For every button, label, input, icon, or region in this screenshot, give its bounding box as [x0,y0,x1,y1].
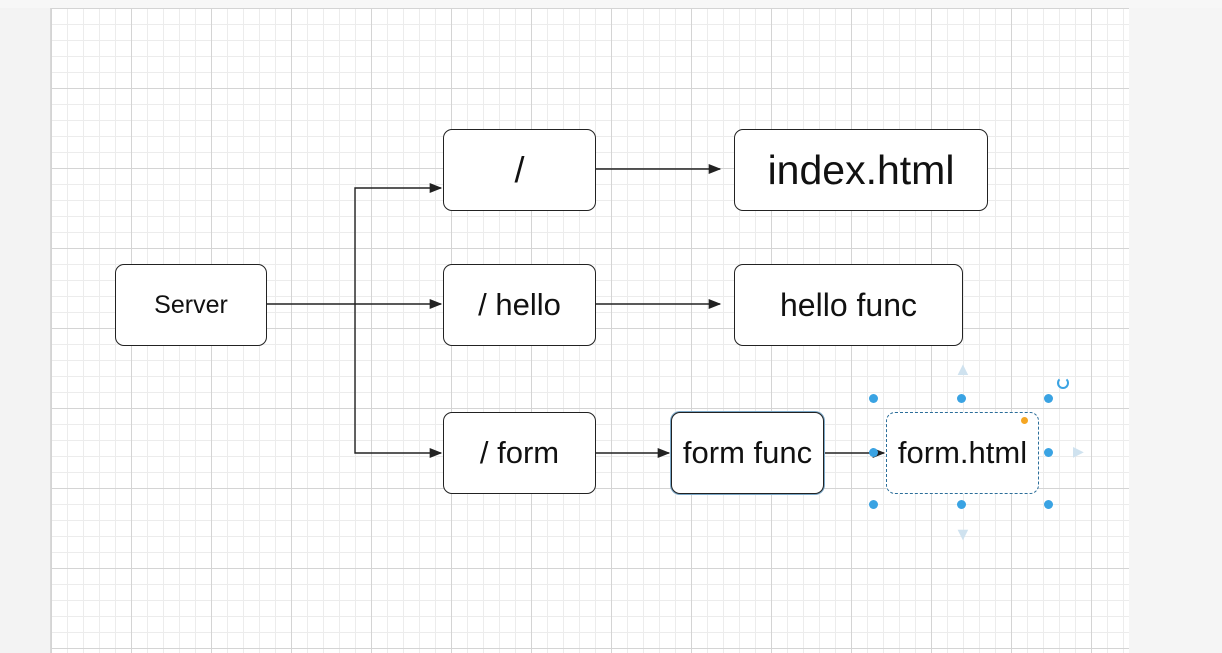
ghost-arrow-down-icon[interactable]: ▼ [954,524,972,544]
resize-handle-nw[interactable] [869,394,878,403]
node-form-html[interactable]: form.html [886,412,1039,494]
resize-handle-s[interactable] [957,500,966,509]
resize-handle-w[interactable] [869,448,878,457]
ghost-arrow-up-icon[interactable]: ▲ [954,359,972,379]
warning-dot-icon [1021,417,1028,424]
node-route-form[interactable]: / form [443,412,596,494]
resize-handle-ne[interactable] [1044,394,1053,403]
resize-handle-se[interactable] [1044,500,1053,509]
node-server[interactable]: Server [115,264,267,346]
right-panel [1129,8,1222,653]
ghost-arrow-right-icon[interactable]: ▶ [1073,443,1084,459]
edge-server-form[interactable] [354,304,443,459]
node-form-func[interactable]: form func [671,412,824,494]
node-route-hello[interactable]: / hello [443,264,596,346]
resize-handle-e[interactable] [1044,448,1053,457]
resize-handle-sw[interactable] [869,500,878,509]
diagram-canvas[interactable] [50,8,1130,653]
node-index-html[interactable]: index.html [734,129,988,211]
top-strip [0,0,1222,8]
edge-server-root[interactable] [354,182,443,304]
rotate-icon[interactable] [1057,377,1069,389]
node-hello-func[interactable]: hello func [734,264,963,346]
node-route-root[interactable]: / [443,129,596,211]
resize-handle-n[interactable] [957,394,966,403]
